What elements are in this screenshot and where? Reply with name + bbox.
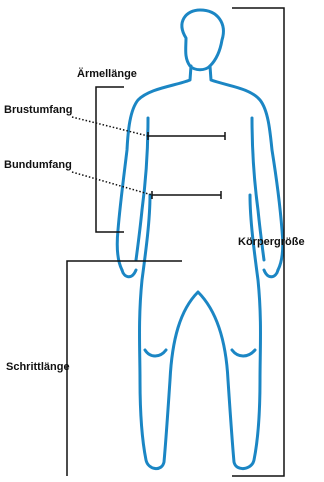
chest-leader [72,117,148,136]
waist-leader [72,172,152,195]
figure-knees [145,350,255,356]
chest-label: Brustumfang [4,104,72,116]
height-label: Körpergröße [238,236,305,248]
figure-hands [122,270,278,277]
waist-label: Bundumfang [4,159,72,171]
figure-head [182,10,223,70]
sleeve-length-label: Ärmellänge [77,67,137,80]
inseam-label: Schrittlänge [6,361,70,373]
